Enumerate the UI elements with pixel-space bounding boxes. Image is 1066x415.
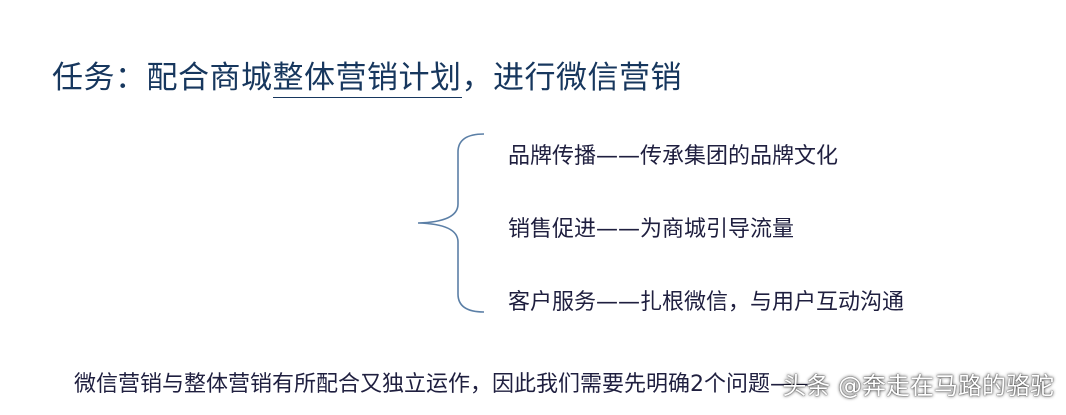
title-prefix: 任务：配合商城 bbox=[52, 60, 273, 96]
list-item-sales: 销售促进——为商城引导流量 bbox=[508, 217, 795, 242]
title-suffix: ，进行微信营销 bbox=[461, 60, 682, 96]
watermark: 头条 @奔走在马路的骆驼 bbox=[782, 372, 1054, 400]
slide-title: 任务：配合商城整体营销计划，进行微信营销 bbox=[52, 52, 682, 98]
curly-brace-icon bbox=[417, 133, 485, 313]
list-item-service: 客户服务——扎根微信，与用户互动沟通 bbox=[508, 290, 905, 315]
footer-text: 微信营销与整体营销有所配合又独立运作，因此我们需要先明确2个问题—— bbox=[74, 372, 814, 397]
title-underlined-phrase: 整体营销计划 bbox=[272, 60, 462, 98]
list-item-brand: 品牌传播——传承集团的品牌文化 bbox=[508, 144, 839, 169]
